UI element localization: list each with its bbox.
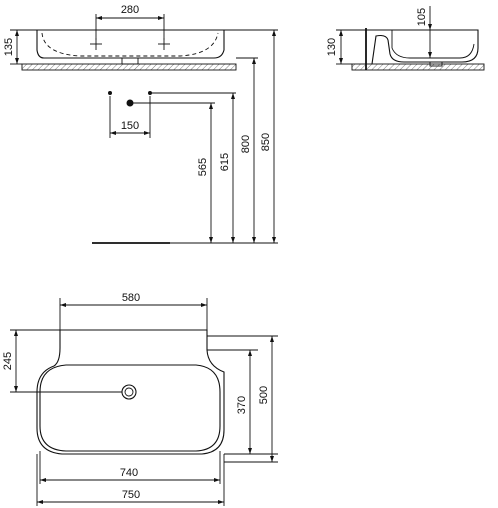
front-basin-outline bbox=[36, 29, 225, 59]
dim-750-label: 750 bbox=[122, 489, 140, 501]
dim-280-label: 280 bbox=[121, 4, 139, 16]
dim-580-label: 580 bbox=[122, 292, 140, 304]
top-bowl-outline bbox=[39, 364, 221, 452]
side-basin-inner bbox=[391, 30, 475, 59]
side-countertop bbox=[351, 63, 485, 71]
dim-565-label: 565 bbox=[197, 158, 209, 176]
dim-150-label: 150 bbox=[121, 120, 139, 132]
dim-130-label: 130 bbox=[326, 38, 338, 56]
dim-800-label: 800 bbox=[240, 135, 252, 153]
front-bowl-hidden-line bbox=[41, 32, 219, 57]
side-basin-outline bbox=[371, 29, 479, 65]
dim-740-label: 740 bbox=[120, 467, 138, 479]
dim-500-label: 500 bbox=[258, 386, 270, 404]
fixing-point-left bbox=[108, 91, 112, 95]
dim-105-label: 105 bbox=[416, 8, 428, 26]
top-view: 580 245 370 500 740 750 bbox=[2, 292, 278, 506]
top-waste-outlet bbox=[121, 384, 137, 400]
top-basin-outline bbox=[36, 329, 225, 455]
front-view: 280 135 150 565 6 bbox=[3, 4, 278, 244]
front-countertop bbox=[21, 63, 237, 71]
dim-370-label: 370 bbox=[236, 396, 248, 414]
side-view: 105 130 bbox=[326, 6, 485, 71]
dim-135-label: 135 bbox=[3, 38, 15, 56]
front-waste-outlet bbox=[121, 57, 139, 65]
dim-850-label: 850 bbox=[260, 133, 272, 151]
dim-615-label: 615 bbox=[219, 153, 231, 171]
dim-245-label: 245 bbox=[2, 352, 14, 370]
